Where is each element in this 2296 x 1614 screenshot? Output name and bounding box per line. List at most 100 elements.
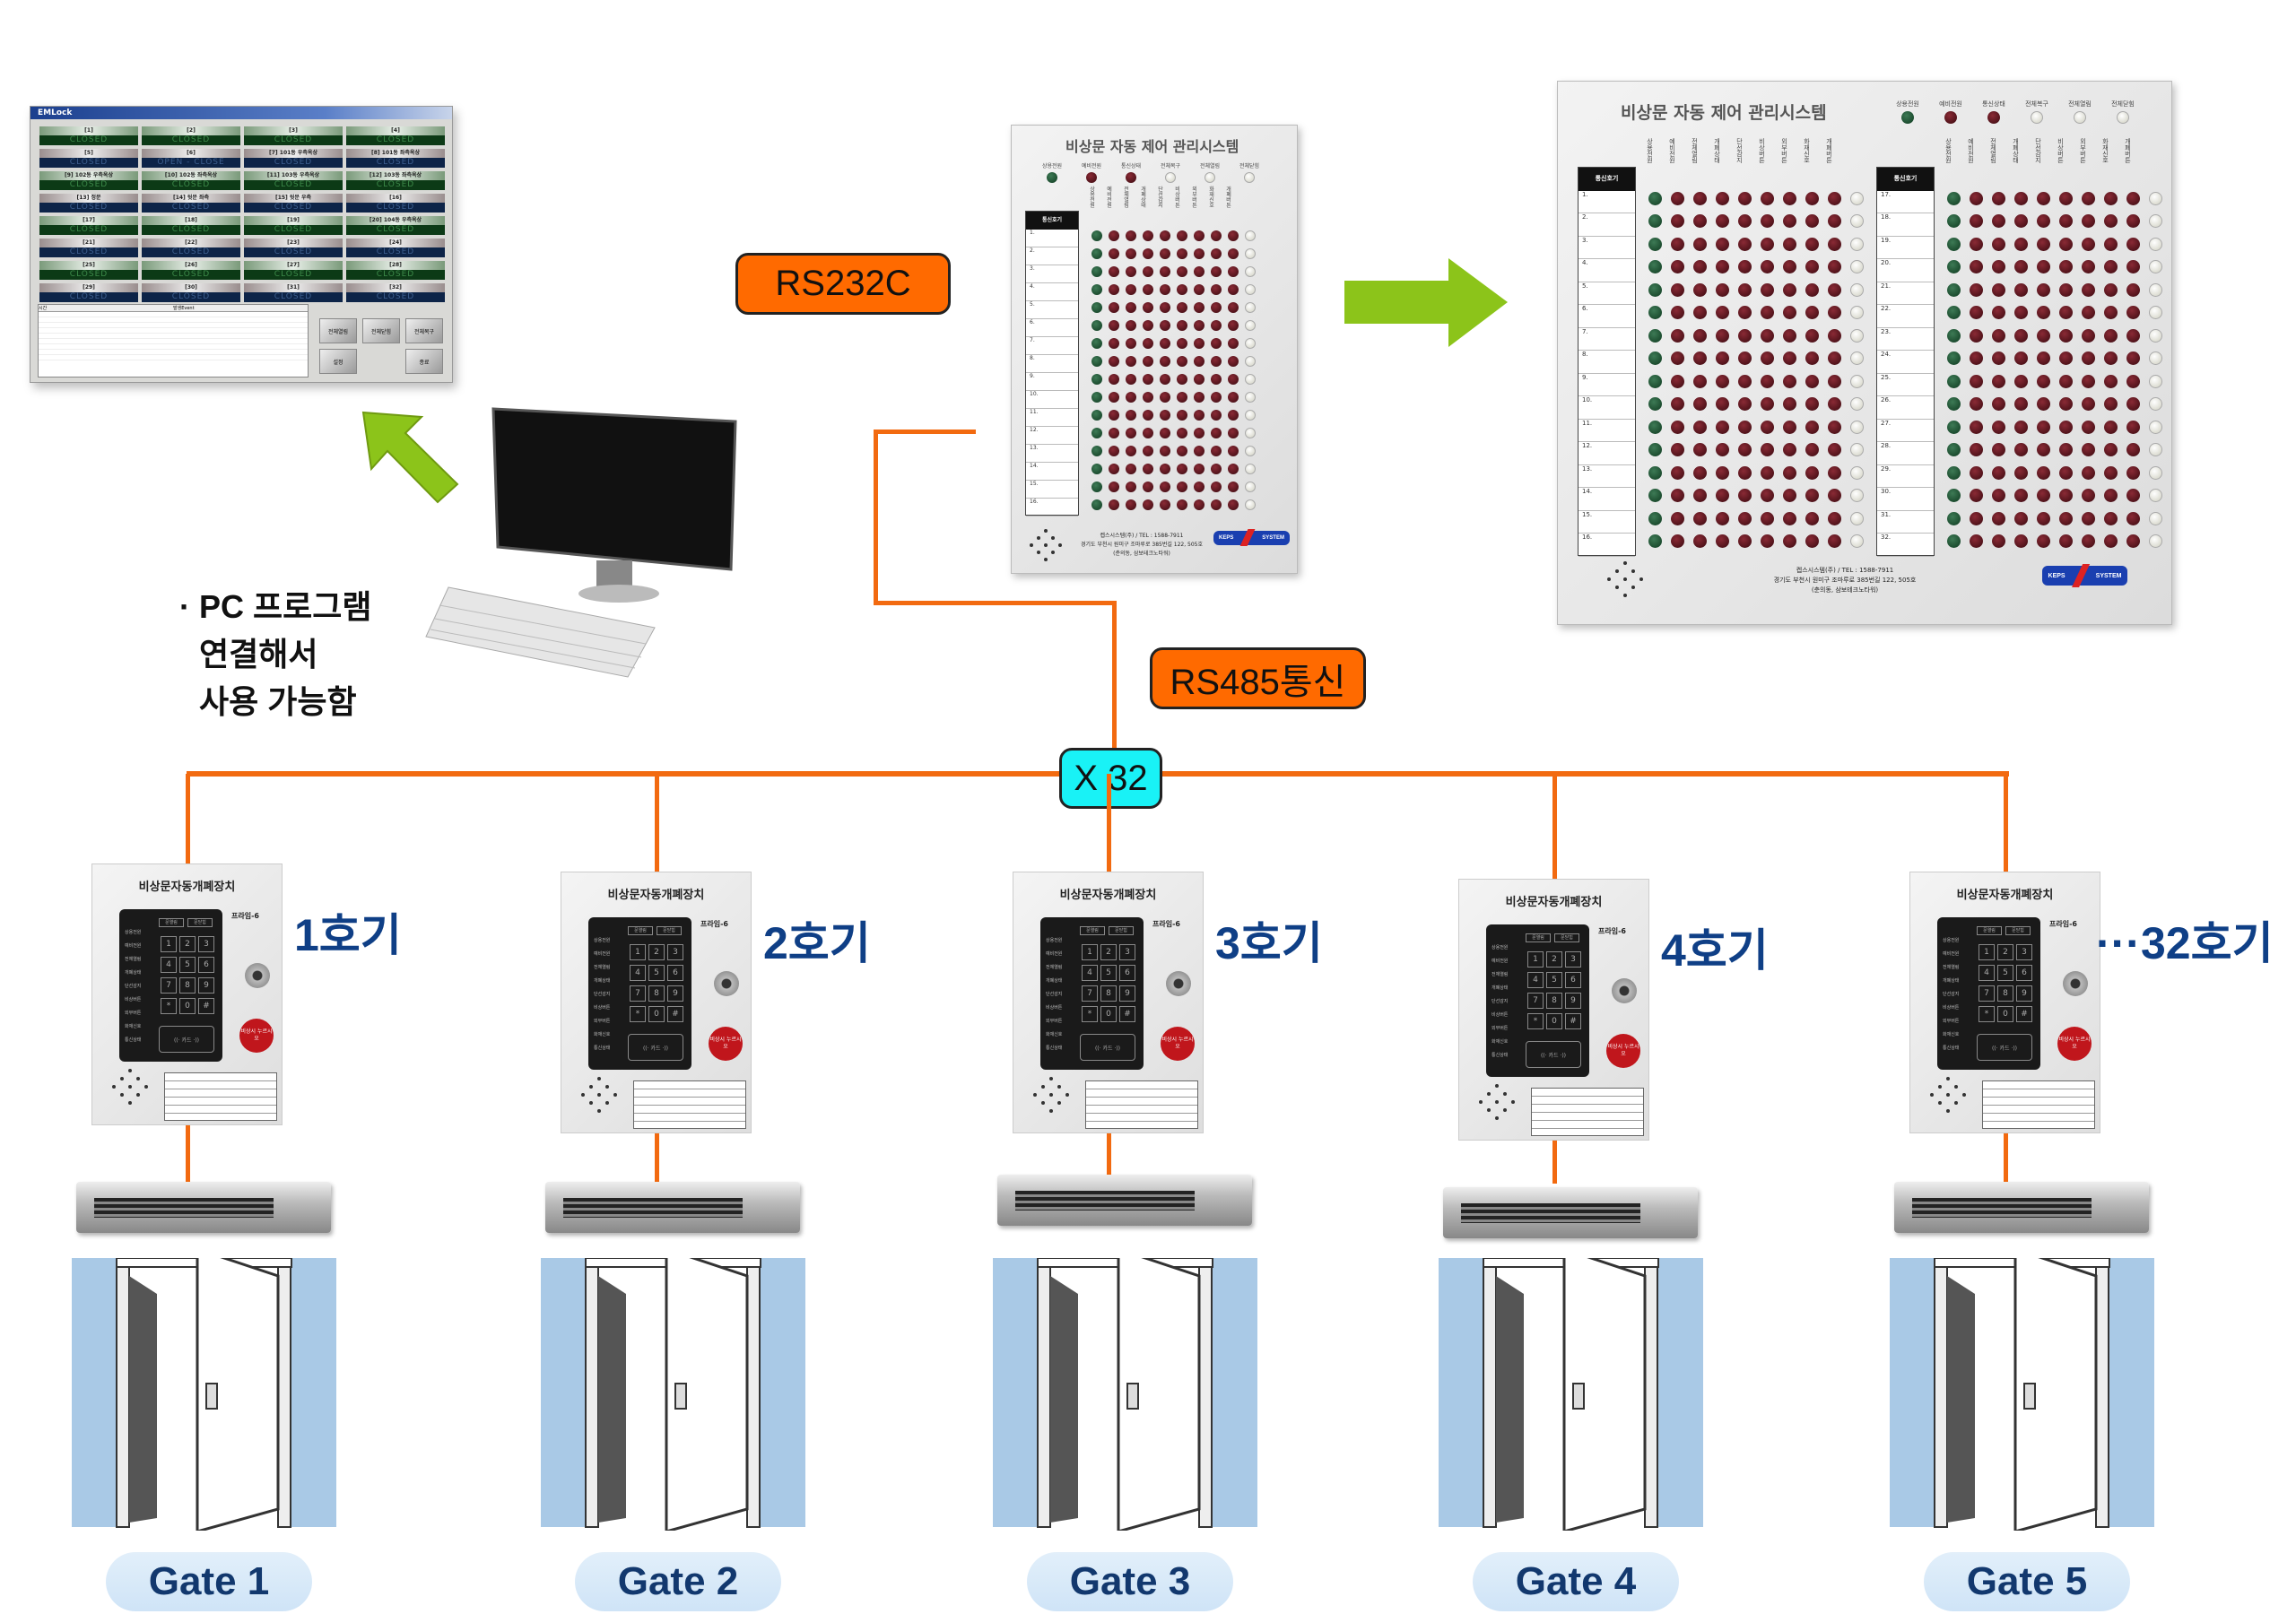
status-led: [1805, 306, 1819, 319]
door-button[interactable]: 문닫힘: [657, 926, 682, 935]
keypad-key[interactable]: *: [161, 998, 177, 1014]
status-led: [1160, 446, 1170, 456]
keypad-key[interactable]: 3: [2016, 944, 2032, 960]
status-led: [1194, 338, 1205, 349]
keypad-key[interactable]: 0: [648, 1006, 665, 1022]
keypad-key[interactable]: 6: [1565, 972, 1581, 988]
pc-button[interactable]: 전체복구: [405, 318, 443, 343]
pc-button[interactable]: 종료: [405, 349, 443, 374]
keypad-key[interactable]: 3: [667, 944, 683, 960]
keypad-key[interactable]: 8: [179, 977, 196, 994]
door-button[interactable]: 문열림: [628, 926, 653, 935]
keypad-key[interactable]: 3: [198, 936, 214, 952]
keypad-key[interactable]: *: [630, 1006, 646, 1022]
pc-button[interactable]: 전체열림: [319, 318, 357, 343]
keypad-key[interactable]: 0: [1546, 1013, 1562, 1029]
keypad-key[interactable]: 5: [1997, 965, 2013, 981]
emergency-button[interactable]: 비상시 누르시오: [2057, 1027, 2092, 1061]
keypad-key[interactable]: *: [1527, 1013, 1544, 1029]
log-row: [39, 355, 308, 360]
keypad-key[interactable]: 7: [161, 977, 177, 994]
door-tile-label: [26]: [142, 261, 240, 270]
keypad-key[interactable]: 2: [1546, 951, 1562, 968]
keypad-key[interactable]: 4: [1082, 965, 1098, 981]
keypad-key[interactable]: 5: [179, 957, 196, 973]
door-button[interactable]: 문닫힘: [1109, 926, 1134, 935]
keypad-key[interactable]: 4: [1979, 965, 1995, 981]
keypad-key[interactable]: 1: [1979, 944, 1995, 960]
keypad-key[interactable]: 9: [667, 985, 683, 1002]
keypad-key[interactable]: 9: [1565, 993, 1581, 1009]
keypad-key[interactable]: 0: [179, 998, 196, 1014]
keypad-key[interactable]: 7: [1527, 993, 1544, 1009]
keypad-key[interactable]: 8: [1546, 993, 1562, 1009]
keypad-key[interactable]: 6: [667, 965, 683, 981]
door-button[interactable]: 문닫힘: [1554, 933, 1579, 942]
keypad-key[interactable]: 9: [198, 977, 214, 994]
emergency-button[interactable]: 비상시 누르시오: [239, 1019, 274, 1053]
keypad-key[interactable]: 4: [161, 957, 177, 973]
status-led: [1761, 511, 1774, 525]
emergency-button[interactable]: 비상시 누르시오: [1606, 1034, 1640, 1068]
emergency-button[interactable]: 비상시 누르시오: [709, 1027, 743, 1061]
keypad-key[interactable]: 5: [1100, 965, 1117, 981]
door-button[interactable]: 문열림: [1977, 926, 2002, 935]
keypad-key[interactable]: 2: [648, 944, 665, 960]
keypad-key[interactable]: 6: [1119, 965, 1135, 981]
keypad-key[interactable]: 5: [1546, 972, 1562, 988]
keypad-key[interactable]: 7: [1082, 985, 1098, 1002]
pc-button[interactable]: 전체닫힘: [362, 318, 400, 343]
keypad-key[interactable]: 2: [179, 936, 196, 952]
keypad-key[interactable]: 3: [1119, 944, 1135, 960]
door-button[interactable]: 문닫힘: [2005, 926, 2031, 935]
status-led: [1671, 511, 1684, 525]
column-label: 개폐버튼: [1826, 138, 1832, 165]
keypad-key[interactable]: 7: [1979, 985, 1995, 1002]
column-label: 화재신호: [1804, 138, 1810, 165]
status-led: [2082, 374, 2095, 388]
keypad-key[interactable]: 0: [1100, 1006, 1117, 1022]
door-button[interactable]: 문열림: [1080, 926, 1105, 935]
keypad-key[interactable]: 2: [1997, 944, 2013, 960]
keypad-key[interactable]: 8: [1997, 985, 2013, 1002]
door-button[interactable]: 문닫힘: [187, 918, 213, 927]
keypad-key[interactable]: #: [1565, 1013, 1581, 1029]
pc-button[interactable]: 설정: [319, 349, 357, 374]
status-led: [1828, 214, 1841, 228]
keypad-key[interactable]: 0: [1997, 1006, 2013, 1022]
keypad-key[interactable]: 1: [1082, 944, 1098, 960]
status-led: [2082, 351, 2095, 365]
keypad-key[interactable]: 1: [161, 936, 177, 952]
door-button[interactable]: 문열림: [1526, 933, 1551, 942]
keypad-key[interactable]: #: [198, 998, 214, 1014]
status-led: [1177, 248, 1187, 259]
door-tile-label: [16]: [346, 194, 445, 203]
status-led: [1177, 392, 1187, 403]
status-led: [1716, 328, 1729, 343]
keypad-key[interactable]: 8: [1100, 985, 1117, 1002]
emergency-button[interactable]: 비상시 누르시오: [1161, 1027, 1195, 1061]
keypad-key[interactable]: #: [2016, 1006, 2032, 1022]
keypad-key[interactable]: 2: [1100, 944, 1117, 960]
keypad-key[interactable]: 1: [630, 944, 646, 960]
keypad-key[interactable]: 9: [1119, 985, 1135, 1002]
keypad-key[interactable]: 8: [648, 985, 665, 1002]
keypad-key[interactable]: 6: [2016, 965, 2032, 981]
status-led: [1716, 397, 1729, 411]
status-led: [2082, 511, 2095, 525]
door-button[interactable]: 문열림: [159, 918, 184, 927]
keypad-key[interactable]: 5: [648, 965, 665, 981]
keypad-key[interactable]: 3: [1565, 951, 1581, 968]
keypad-key[interactable]: 6: [198, 957, 214, 973]
keypad-key[interactable]: 9: [2016, 985, 2032, 1002]
keypad-key[interactable]: 4: [1527, 972, 1544, 988]
keypad-key[interactable]: 4: [630, 965, 646, 981]
keypad-key[interactable]: #: [667, 1006, 683, 1022]
keypad-key[interactable]: 1: [1527, 951, 1544, 968]
keypad-key[interactable]: 7: [630, 985, 646, 1002]
wire: [186, 1125, 190, 1184]
keypad-key[interactable]: *: [1979, 1006, 1995, 1022]
keypad-key[interactable]: #: [1119, 1006, 1135, 1022]
keypad-key[interactable]: *: [1082, 1006, 1098, 1022]
